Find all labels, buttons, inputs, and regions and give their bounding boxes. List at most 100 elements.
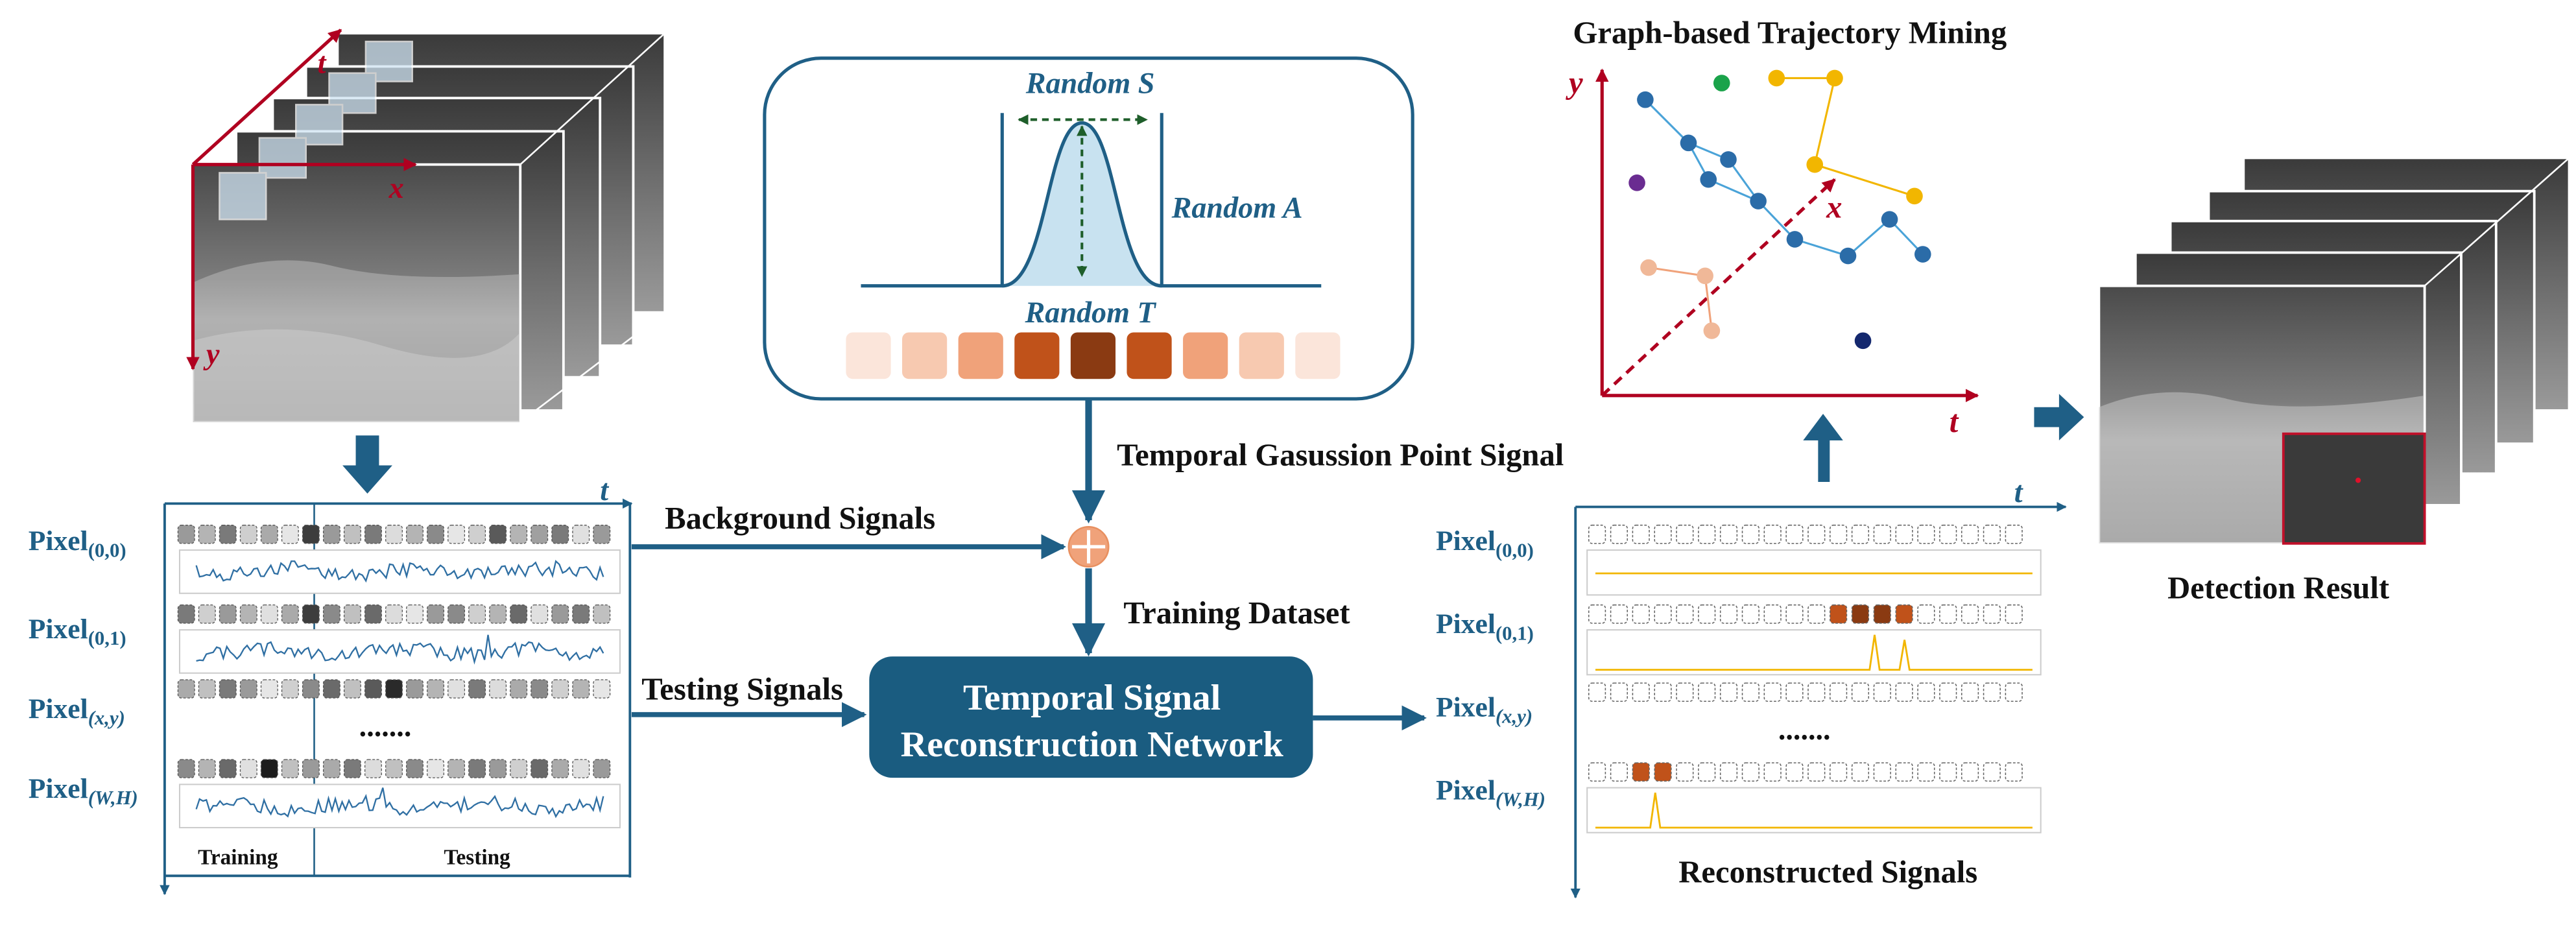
input-pixel-label-00: Pixel(0,0) [29, 525, 126, 561]
reconstructed-pixel-square [1610, 604, 1628, 624]
trajectory-node [1697, 267, 1713, 285]
temporal-gaussian-label: Temporal Gasussion Point Signal [1117, 437, 1564, 472]
reconstructed-pixel-square [1763, 682, 1782, 702]
signal-box [1586, 629, 2042, 676]
pixel-intensity-square [447, 759, 466, 778]
pixel-intensity-square [447, 525, 466, 544]
reconstructed-pixel-square [1939, 682, 1957, 702]
trajectory-axes [1595, 68, 1979, 403]
network-title-line2: Reconstruction Network [901, 724, 1284, 765]
pixel-intensity-square [468, 759, 486, 778]
input-pixel-label-01: Pixel(0,1) [29, 614, 126, 649]
reconstructed-curve [1595, 634, 2033, 671]
pixel-intensity-square [343, 759, 361, 778]
pixel-intensity-square [198, 605, 216, 624]
reconstructed-pixel-square [1917, 604, 1935, 624]
output-pixel-label-xy: Pixel(x,y) [1436, 691, 1532, 727]
pixel-intensity-square [531, 605, 549, 624]
pixel-intensity-square [364, 605, 382, 624]
pixel-intensity-square [364, 679, 382, 699]
random-a-label: Random A [1171, 191, 1303, 224]
pixel-intensity-square [551, 679, 569, 699]
reconstructed-pixel-square [1807, 762, 1826, 782]
random-t-square [1239, 332, 1284, 379]
signal-box [1586, 787, 2042, 833]
reconstructed-pixel-square [1785, 682, 1804, 702]
pixel-intensity-square [343, 679, 361, 699]
reconstructed-pixel-square [1939, 762, 1957, 782]
trajectory-to-detection-arrow [2034, 394, 2084, 441]
reconstructed-pixel-square [1873, 682, 1891, 702]
pixel-intensity-square [447, 679, 466, 699]
pixel-intensity-square [489, 679, 507, 699]
reconstructed-pixel-square [1851, 682, 1870, 702]
pixel-intensity-square [427, 679, 445, 699]
pixel-intensity-square [281, 759, 299, 778]
reconstructed-pixel-square [1763, 762, 1782, 782]
reconstructed-pixel-square [1676, 682, 1694, 702]
reconstructed-pixel-square [1983, 524, 2001, 544]
training-label: Training [198, 845, 278, 869]
testing-label: Testing [444, 845, 510, 869]
reconstructed-pixel-square [1830, 524, 1848, 544]
merge-plus-icon [1067, 525, 1110, 568]
pixel-intensity-square [302, 525, 320, 544]
pixel-intensity-square [510, 759, 528, 778]
trajectory-node [1637, 91, 1654, 108]
reconstructed-pixel-square [1632, 524, 1650, 544]
pixel-intensity-square [572, 525, 590, 544]
output-signal-curves [1586, 549, 2042, 833]
reconstructed-pixel-square [1610, 524, 1628, 544]
reconstructed-pixel-square [1763, 604, 1782, 624]
pixel-intensity-square [302, 679, 320, 699]
pixel-intensity-square [281, 525, 299, 544]
reconstructed-pixel-square [1719, 604, 1738, 624]
pixel-intensity-square [322, 605, 340, 624]
output-pixel-label-00: Pixel(0,0) [1436, 525, 1534, 561]
pixel-intensity-square [489, 759, 507, 778]
pixel-intensity-square [427, 759, 445, 778]
reconstructed-pixel-square [1763, 524, 1782, 544]
trajectory-node [1826, 69, 1843, 87]
gaussian-curve [861, 113, 1322, 288]
reconstructed-pixel-square [1895, 524, 1913, 544]
reconstructed-pixel-square [1961, 604, 1979, 624]
output-pixel-squares [1588, 524, 2023, 782]
pixel-intensity-square [364, 525, 382, 544]
pixel-intensity-square [385, 605, 403, 624]
reconstructed-pixel-square [1676, 524, 1694, 544]
pixel-intensity-square [322, 525, 340, 544]
reconstructed-pixel-square [1807, 682, 1826, 702]
pixel-intensity-square [239, 759, 257, 778]
reconstructed-pixel-square [2005, 682, 2023, 702]
reconstructed-pixel-square [1698, 524, 1716, 544]
input-frame-stack [191, 31, 667, 424]
pixel-intensity-square [177, 679, 195, 699]
detection-zoom-inset [2282, 432, 2426, 545]
reconstructed-pixel-square [1807, 524, 1826, 544]
trajectory-graph [1628, 69, 1931, 350]
pixel-intensity-square [260, 605, 278, 624]
trajectory-node [1700, 171, 1717, 188]
pixel-intensity-square [281, 679, 299, 699]
output-signal-panel [1570, 501, 2067, 899]
pixel-intensity-square [489, 525, 507, 544]
trajectory-node [1839, 247, 1857, 265]
reconstructed-pixel-square [1873, 762, 1891, 782]
input-axis-y: y [203, 337, 220, 370]
reconstructed-pixel-square [1698, 762, 1716, 782]
reconstructed-pixel-square [1654, 682, 1672, 702]
pixel-intensity-square [239, 679, 257, 699]
pixel-intensity-square [510, 679, 528, 699]
reconstructed-pixel-square [1830, 604, 1848, 624]
pixel-intensity-square [177, 605, 195, 624]
pixel-intensity-square [551, 525, 569, 544]
reconstructed-pixel-square [1785, 604, 1804, 624]
volume-to-signals-arrow [342, 435, 392, 494]
pixel-intensity-square [219, 605, 237, 624]
random-t-squares [846, 332, 1341, 379]
pixel-intensity-square [489, 605, 507, 624]
pixel-intensity-square [260, 759, 278, 778]
reconstructed-pixel-square [1917, 524, 1935, 544]
trajectory-node [1906, 187, 1923, 205]
